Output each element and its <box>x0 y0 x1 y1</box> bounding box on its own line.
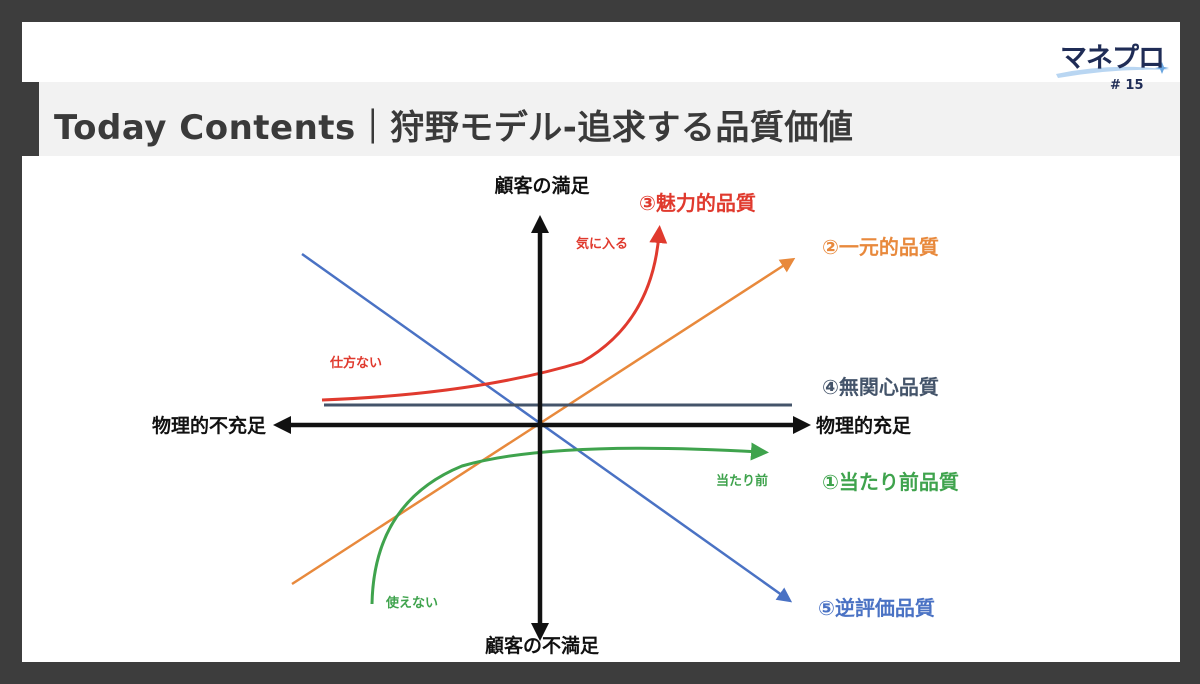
annotation-unusable: 使えない <box>385 595 438 611</box>
episode-number: # 15 <box>1110 78 1144 93</box>
indifferent-quality-label: ④無関心品質 <box>822 375 939 399</box>
axis-label-left: 物理的不充足 <box>152 414 267 437</box>
annotation-unavoidable: 仕方ない <box>329 355 382 371</box>
logo-text: マネプロ <box>1060 43 1165 74</box>
axis-label-right: 物理的充足 <box>816 414 912 437</box>
axis-label-bottom: 顧客の不満足 <box>485 634 600 657</box>
brand-logo: マネプロ # 15 <box>1054 30 1172 93</box>
annotation-satisfied: 気に入る <box>576 236 628 252</box>
kano-model-diagram: 顧客の満足 顧客の不満足 物理的不充足 物理的充足 ③魅力的品質 ②一元的品質 … <box>152 174 959 657</box>
one-dimensional-quality-label: ②一元的品質 <box>822 235 939 259</box>
must-be-quality-label: ①当たり前品質 <box>822 470 959 494</box>
page-title: Today Contents｜狩野モデル-追求する品質価値 <box>54 108 854 148</box>
logo-swoosh-icon <box>1056 62 1170 78</box>
attractive-quality-label: ③魅力的品質 <box>639 191 756 215</box>
title-accent-bar <box>22 82 39 156</box>
attractive-quality-curve <box>321 225 668 402</box>
title-bar <box>22 82 1180 156</box>
slide: Today Contents｜狩野モデル-追求する品質価値 マネプロ # 15 <box>22 22 1180 662</box>
reverse-quality-label: ⑤逆評価品質 <box>818 596 935 620</box>
must-be-quality-curve <box>370 442 769 605</box>
axis-label-top: 顧客の満足 <box>494 174 590 197</box>
annotation-expected: 当たり前 <box>716 473 768 489</box>
